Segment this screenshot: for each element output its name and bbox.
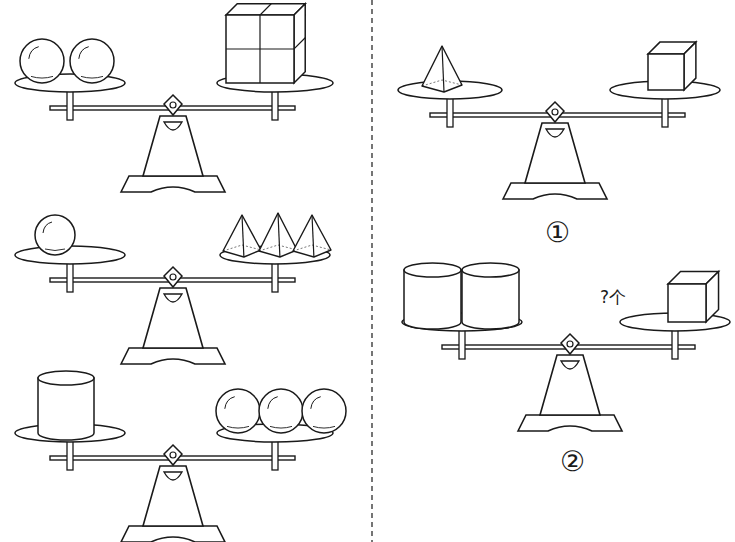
- scale-knob-dot: [170, 274, 176, 280]
- ball: [70, 39, 114, 83]
- scale-knob: [164, 445, 182, 465]
- scale-knob-dot: [552, 109, 558, 115]
- scale-knob: [164, 95, 182, 115]
- cylinder-top: [462, 263, 519, 277]
- cube-seam: [260, 4, 271, 83]
- scale-knob-dot: [170, 102, 176, 108]
- scale-base: [518, 415, 622, 431]
- divider-line: [371, 0, 372, 542]
- pyramid-edge: [242, 215, 244, 257]
- pan-post: [67, 441, 73, 470]
- pyramid-edge: [312, 215, 314, 257]
- balance-scale: [15, 74, 333, 192]
- scale-window: [561, 361, 579, 369]
- scale-base: [121, 526, 225, 542]
- pan-post: [662, 98, 668, 127]
- ball-shadow: [270, 426, 292, 428]
- scale-knob: [561, 334, 579, 354]
- scale-window: [164, 122, 182, 130]
- balance-scale: [15, 246, 330, 364]
- scale-pan: [15, 74, 125, 92]
- cylinder-body: [404, 270, 461, 329]
- balance-scale: [398, 81, 720, 199]
- ball-shine: [311, 397, 321, 409]
- pyramid: [422, 46, 462, 92]
- cube-side: [684, 42, 696, 90]
- pyramid: [223, 215, 261, 257]
- ball-shadow: [227, 426, 249, 428]
- pyramid-edge: [278, 213, 280, 257]
- scale-knob: [164, 267, 182, 287]
- cylinder-body: [38, 378, 94, 440]
- cylinder-top: [404, 263, 461, 277]
- pan-post: [672, 330, 678, 359]
- ball: [216, 389, 260, 433]
- ball-shine: [225, 397, 235, 409]
- cube-front: [648, 54, 684, 90]
- pyramid-hidden: [223, 245, 261, 251]
- pyramid-hidden: [293, 245, 331, 251]
- scale-pillar: [525, 123, 585, 183]
- scale-knob-dot: [567, 341, 573, 347]
- scale-pillar: [143, 116, 203, 176]
- pyramid-edge: [442, 46, 444, 92]
- ball: [302, 389, 346, 433]
- ball-shine: [268, 397, 278, 409]
- scale-pillar: [143, 288, 203, 348]
- pyramid-hidden: [259, 245, 297, 251]
- pyramid: [259, 213, 297, 257]
- ball: [20, 39, 64, 83]
- scale-pillar: [540, 355, 600, 415]
- cylinder-body: [462, 270, 519, 329]
- callout-number: ①: [545, 218, 570, 249]
- scale-base: [121, 176, 225, 192]
- pan-post: [272, 441, 278, 470]
- scale-window: [164, 294, 182, 302]
- pan-post: [67, 91, 73, 120]
- ball-shine: [43, 222, 52, 233]
- cube-front: [668, 284, 706, 322]
- pyramid: [293, 215, 331, 257]
- pan-post: [67, 263, 73, 292]
- ball: [259, 389, 303, 433]
- pan-post: [272, 91, 278, 120]
- ball-shadow: [313, 426, 335, 428]
- scale-knob: [546, 102, 564, 122]
- pyramid-hidden: [422, 80, 462, 86]
- pan-post: [459, 330, 465, 359]
- balance-scale: [402, 313, 730, 431]
- ball: [35, 215, 75, 255]
- scale-window: [164, 472, 182, 480]
- pan-post: [447, 98, 453, 127]
- ball-shadow: [31, 76, 53, 78]
- cube-side: [706, 271, 719, 322]
- cube-seam: [226, 38, 305, 49]
- scale-pillar: [143, 466, 203, 526]
- scale-base: [503, 183, 607, 199]
- scale-knob-dot: [170, 452, 176, 458]
- quantity-label: ?个: [600, 288, 626, 307]
- callout-number: ②: [560, 447, 585, 478]
- balance-scale: [15, 424, 333, 542]
- cylinder-top: [38, 371, 94, 385]
- ball-shadow: [81, 76, 103, 78]
- ball-shine: [79, 47, 89, 59]
- pan-post: [272, 263, 278, 292]
- scale-window: [546, 129, 564, 137]
- scale-base: [121, 348, 225, 364]
- ball-shine: [29, 47, 39, 59]
- ball-shadow: [45, 249, 65, 251]
